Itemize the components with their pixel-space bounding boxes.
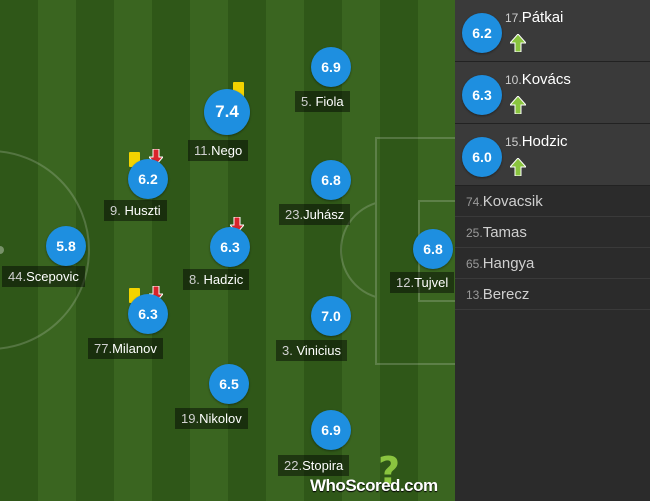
pitch: 5.8 44.Scepovic 6.2 9. Huszti 7.4 11.Neg… bbox=[0, 0, 455, 501]
player-name[interactable]: 9. Huszti bbox=[104, 200, 167, 221]
player-rating: 6.3 bbox=[462, 75, 502, 115]
player-number: 25. bbox=[466, 226, 483, 240]
player-name[interactable]: 44.Scepovic bbox=[2, 266, 85, 287]
player-name: 17.Pátkai bbox=[505, 9, 563, 26]
player-name: 15.Hodzic bbox=[505, 133, 568, 150]
player-name[interactable]: 23.Juhász bbox=[279, 204, 351, 225]
penalty-area bbox=[375, 137, 455, 365]
player-label: Tamas bbox=[482, 224, 527, 241]
sub-in-row[interactable]: 6.3 10.Kovács bbox=[455, 62, 650, 124]
player-rating[interactable]: 5.8 bbox=[46, 226, 86, 266]
player-rating[interactable]: 6.8 bbox=[413, 229, 453, 269]
player-label: Pátkai bbox=[521, 9, 564, 26]
player-label: Hangya bbox=[482, 255, 535, 272]
player-label: Kovács bbox=[521, 71, 571, 88]
player-rating[interactable]: 6.9 bbox=[311, 410, 351, 450]
player-rating: 6.0 bbox=[462, 137, 502, 177]
player-label: Tujvel bbox=[414, 275, 449, 290]
player-label: Fiola bbox=[315, 94, 344, 109]
player-name[interactable]: 8. Hadzic bbox=[183, 269, 250, 290]
player-name[interactable]: 19.Nikolov bbox=[175, 408, 248, 429]
yellow-card-icon bbox=[129, 152, 140, 167]
bench-row[interactable]: 13.Berecz bbox=[455, 279, 650, 310]
player-name[interactable]: 12.Tujvel bbox=[390, 272, 455, 293]
player-label: Nego bbox=[211, 143, 243, 158]
player-name[interactable]: 22.Stopira bbox=[278, 455, 350, 476]
player-number: 74. bbox=[466, 195, 483, 209]
player-rating[interactable]: 6.8 bbox=[311, 160, 351, 200]
player-number: 11. bbox=[194, 143, 212, 158]
player-number: 22. bbox=[284, 458, 303, 473]
player-name[interactable]: 5. Fiola bbox=[295, 91, 350, 112]
player-number: 23. bbox=[285, 207, 304, 222]
player-label: Scepovic bbox=[26, 269, 79, 284]
center-spot bbox=[0, 246, 4, 254]
player-number: 8. bbox=[189, 272, 200, 287]
player-rating[interactable]: 7.0 bbox=[311, 296, 351, 336]
bench-row[interactable]: 25.Tamas bbox=[455, 217, 650, 248]
player-number: 9. bbox=[110, 203, 121, 218]
bench-row[interactable]: 74.Kovacsik bbox=[455, 186, 650, 217]
player-label: Vinicius bbox=[296, 343, 342, 358]
player-rating[interactable]: 6.9 bbox=[311, 47, 351, 87]
player-number: 15. bbox=[505, 135, 522, 149]
player-number: 3. bbox=[282, 343, 293, 358]
player-number: 77. bbox=[94, 341, 113, 356]
logo-text: WhoScored.com bbox=[310, 476, 438, 495]
player-label: Berecz bbox=[482, 286, 530, 303]
whoscored-logo: ? WhoScored.com bbox=[310, 452, 450, 498]
player-label: Milanov bbox=[112, 341, 157, 356]
player-number: 19. bbox=[181, 411, 200, 426]
player-rating[interactable]: 6.3 bbox=[128, 294, 168, 334]
player-rating[interactable]: 6.5 bbox=[209, 364, 249, 404]
player-name[interactable]: 77.Milanov bbox=[88, 338, 163, 359]
player-number: 12. bbox=[396, 275, 415, 290]
player-number: 65. bbox=[466, 257, 483, 271]
player-number: 5. bbox=[301, 94, 312, 109]
player-rating: 6.2 bbox=[462, 13, 502, 53]
player-number: 13. bbox=[466, 288, 483, 302]
sub-in-arrow-icon bbox=[510, 158, 526, 176]
logo-mark: ? bbox=[378, 449, 401, 493]
player-label: Juhász bbox=[303, 207, 345, 222]
yellow-card-icon bbox=[129, 288, 140, 303]
player-rating[interactable]: 6.3 bbox=[210, 227, 250, 267]
player-label: Huszti bbox=[124, 203, 161, 218]
player-label: Nikolov bbox=[199, 411, 242, 426]
sub-in-row[interactable]: 6.0 15.Hodzic bbox=[455, 124, 650, 186]
player-rating[interactable]: 7.4 bbox=[204, 89, 250, 135]
player-number: 10. bbox=[505, 73, 522, 87]
sub-in-arrow-icon bbox=[510, 34, 526, 52]
player-number: 44. bbox=[8, 269, 27, 284]
player-number: 17. bbox=[505, 11, 522, 25]
player-label: Hodzic bbox=[521, 133, 568, 150]
player-label: Stopira bbox=[302, 458, 344, 473]
bench-row[interactable]: 65.Hangya bbox=[455, 248, 650, 279]
sub-in-row[interactable]: 6.2 17.Pátkai bbox=[455, 0, 650, 62]
player-name[interactable]: 11.Nego bbox=[188, 140, 249, 161]
player-name: 10.Kovács bbox=[505, 71, 571, 88]
player-label: Kovacsik bbox=[482, 193, 543, 210]
player-rating[interactable]: 6.2 bbox=[128, 159, 168, 199]
player-label: Hadzic bbox=[203, 272, 244, 287]
yellow-card-icon bbox=[233, 82, 244, 97]
player-name[interactable]: 3. Vinicius bbox=[276, 340, 348, 361]
sub-in-arrow-icon bbox=[510, 96, 526, 114]
substitutes-panel: 6.2 17.Pátkai 6.3 10.Kovács 6.0 15.Hodzi… bbox=[455, 0, 650, 501]
